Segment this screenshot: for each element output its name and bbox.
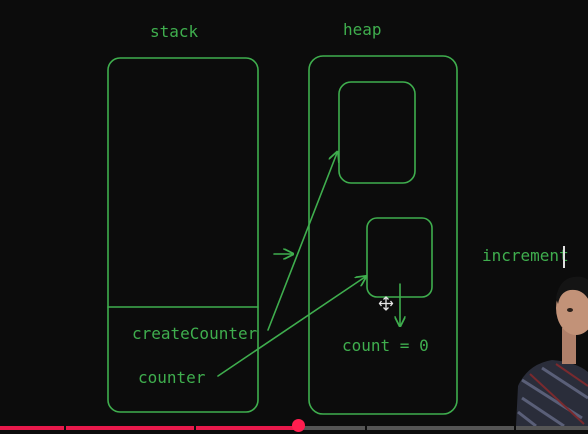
heap-label: heap [343, 20, 382, 39]
arrow-counter-to-heap [217, 277, 365, 377]
chapter-marker [194, 426, 196, 430]
heap-object-top [338, 81, 416, 184]
video-progress-played [0, 426, 299, 430]
createcounter-label: createCounter [132, 324, 258, 343]
counter-label: counter [138, 368, 206, 387]
heap-box [308, 55, 458, 415]
chapter-marker [514, 426, 516, 430]
chapter-marker [365, 426, 367, 430]
count-value-label: count = 0 [342, 336, 429, 355]
move-cursor-icon [378, 296, 394, 311]
increment-label: increment [482, 246, 569, 265]
stack-label: stack [150, 22, 199, 41]
stack-box [107, 57, 259, 413]
text-caret [563, 246, 565, 268]
video-scrubber-handle[interactable] [292, 419, 306, 432]
arrow-createcounter-to-heap [267, 153, 337, 331]
chapter-marker [64, 426, 66, 430]
presenter-webcam [516, 276, 588, 426]
